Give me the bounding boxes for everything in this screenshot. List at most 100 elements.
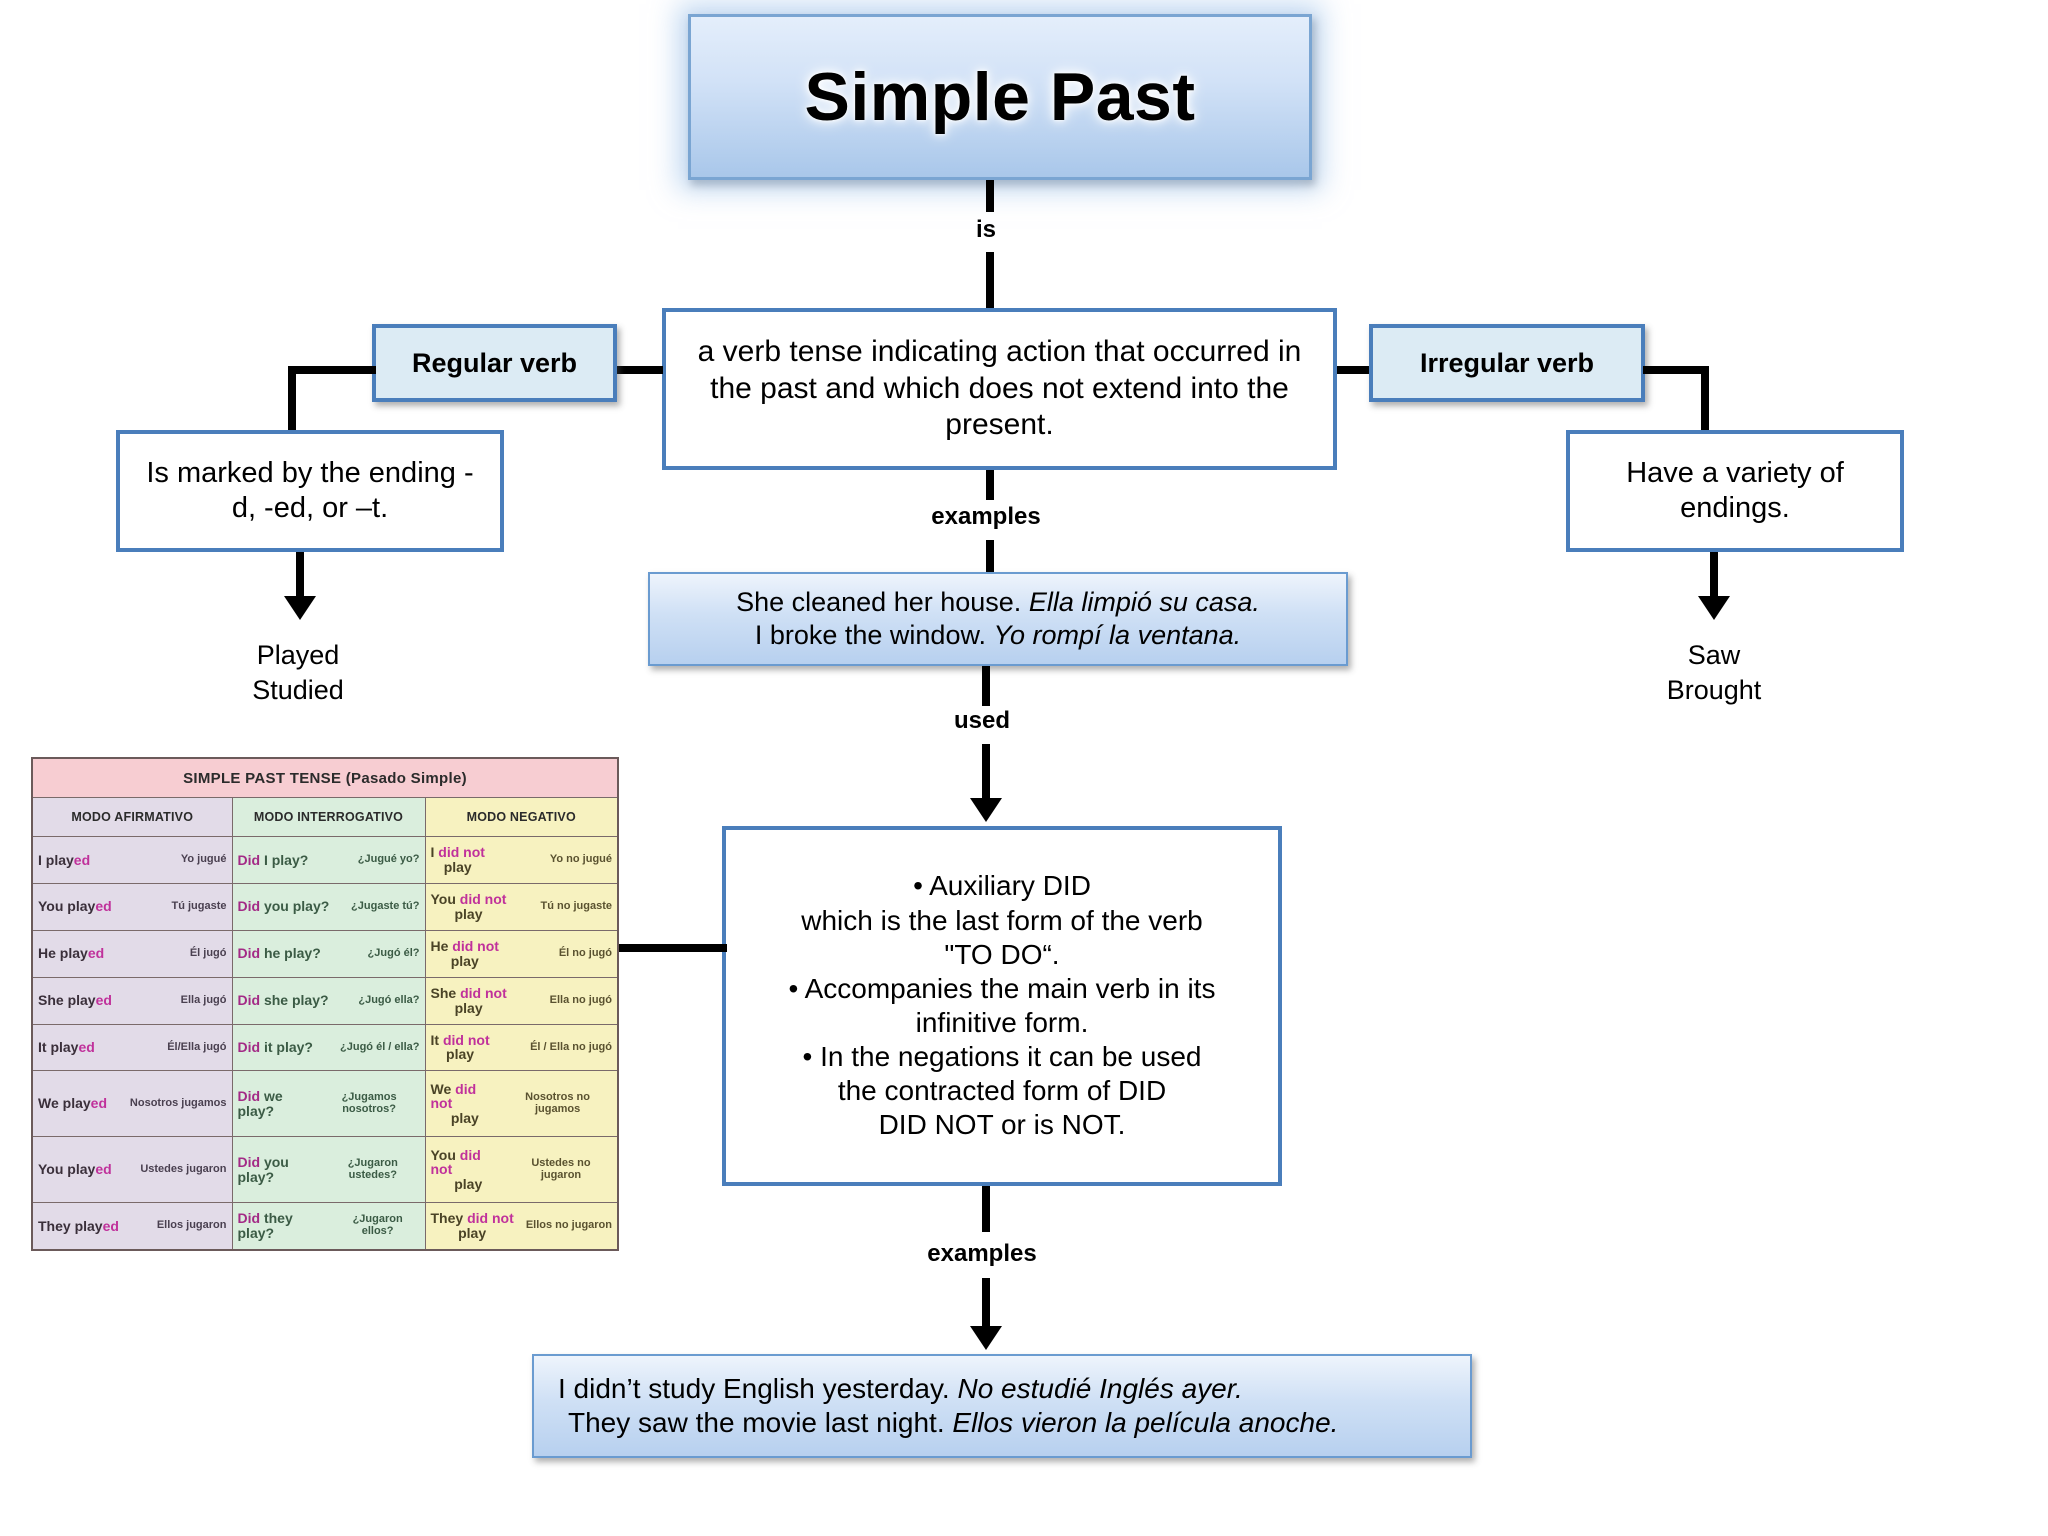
affirmative-spanish: Nosotros jugamos — [129, 1096, 227, 1109]
table-header-row: MODO AFIRMATIVO MODO INTERROGATIVO MODO … — [31, 797, 619, 837]
interrogative-spanish: ¿Jugó ella? — [358, 993, 420, 1006]
interrogative-english: Did you play? — [237, 1153, 289, 1185]
connector-line-table-aux — [617, 944, 727, 952]
connector-line-used-aux — [982, 744, 990, 804]
negative-spanish: Tú no jugaste — [540, 900, 613, 913]
connector-line-regular-down — [288, 366, 296, 438]
connector-label-examples-1: examples — [931, 503, 1041, 530]
irregular-verb-detail-box: Have a variety of endings. — [1566, 430, 1904, 552]
connector-line-regular-left — [288, 366, 376, 374]
table-title-row: SIMPLE PAST TENSE (Pasado Simple) — [31, 757, 619, 798]
aux-bullet-1-line-1: • Auxiliary DID — [913, 870, 1091, 902]
affirmative-english: You played — [38, 1161, 112, 1178]
regular-verb-label-box: Regular verb — [372, 324, 617, 402]
irregular-verb-examples: Saw Brought — [1666, 640, 1762, 706]
table-row: She played Ella jugó Did she play? ¿Jugó el… — [31, 976, 619, 1025]
irregular-verb-label: Irregular verb — [1419, 347, 1595, 378]
auxiliary-did-box: • Auxiliary DID which is the last form o… — [722, 826, 1282, 1186]
title-box: Simple Past — [688, 14, 1312, 180]
interrogative-spanish: ¿Jugaron ustedes? — [347, 1157, 398, 1181]
connector-line-definition-irregular — [1337, 366, 1371, 374]
affirmative-spanish: Ella jugó — [180, 993, 227, 1006]
connector-line-definition-regular — [617, 366, 663, 374]
interrogative-english: Did we play? — [237, 1088, 283, 1119]
page-title: Simple Past — [804, 58, 1196, 135]
negative-spanish: Nosotros no jugamos — [525, 1091, 590, 1115]
cell-interrogative: Did we play?¿Jugamos nosotros? — [231, 1070, 426, 1138]
connector-label-examples-2: examples — [927, 1240, 1037, 1267]
affirmative-english: It played — [38, 1039, 95, 1056]
negative-spanish: Yo no jugué — [549, 853, 612, 866]
example-1-line-2: I broke the window. Yo rompí la ventana. — [755, 619, 1241, 652]
interrogative-english: Did it play? — [237, 1039, 313, 1056]
interrogative-spanish: ¿Jugó él / ella? — [340, 1040, 420, 1053]
definition-text: a verb tense indicating action that occu… — [697, 335, 1302, 442]
example-1-line-1-en: She cleaned her house. — [736, 587, 1022, 618]
example-2-line-1-es: No estudié Inglés ayer. — [957, 1372, 1243, 1404]
cell-affirmative: She played Ella jugó — [31, 976, 233, 1025]
example-2-line-2: They saw the movie last night. Ellos vie… — [558, 1406, 1338, 1440]
cell-interrogative: Did you play? ¿Jugaste tú? — [231, 882, 426, 931]
example-1-line-2-es: Yo rompí la ventana. — [993, 620, 1242, 650]
table-header-negative: MODO NEGATIVO — [424, 797, 619, 837]
connector-line-examples2-box — [982, 1278, 990, 1334]
negative-spanish: Él no jugó — [558, 946, 612, 959]
interrogative-english: Did you play? — [237, 898, 330, 915]
aux-bullet-3-line-3: DID NOT or is NOT. — [878, 1109, 1126, 1141]
connector-line-definition-examples1 — [986, 470, 994, 500]
aux-bullet-1-line-3: "TO DO“. — [944, 938, 1060, 970]
aux-bullet-2-line-2: infinitive form. — [915, 1007, 1089, 1038]
example-2-line-2-es: Ellos vieron la película anoche. — [952, 1407, 1339, 1438]
example-2-line-1-en: I didn’t study English yesterday. — [558, 1372, 950, 1404]
interrogative-english: Did I play? — [237, 851, 309, 868]
cell-affirmative: We played Nosotros jugamos — [31, 1070, 233, 1138]
affirmative-english: She played — [38, 992, 112, 1009]
affirmative-spanish: Él jugó — [189, 946, 227, 959]
irregular-verb-detail: Have a variety of endings. — [1626, 456, 1844, 524]
connector-line-examples1-box — [986, 540, 994, 572]
arrow-down-irregular — [1698, 596, 1730, 620]
example-1-line-1: She cleaned her house. Ella limpió su ca… — [736, 586, 1260, 619]
negative-spanish: Ellos no jugaron — [525, 1219, 612, 1232]
interrogative-spanish: ¿Jugaste tú? — [351, 900, 420, 913]
affirmative-english: We played — [38, 1095, 107, 1112]
connector-line-title-is — [986, 180, 994, 212]
connector-line-regular-detail-down — [296, 552, 304, 602]
table-title: SIMPLE PAST TENSE (Pasado Simple) — [31, 757, 619, 798]
aux-bullet-1-line-2: which is the last form of the verb — [801, 904, 1203, 936]
example-1-line-2-en: I broke the window. — [754, 620, 986, 650]
interrogative-english: Did they play? — [237, 1210, 293, 1241]
interrogative-english: Did she play? — [237, 992, 329, 1009]
cell-affirmative: You played Ustedes jugaron — [31, 1136, 233, 1203]
regular-verb-detail: Is marked by the ending -d, -ed, or –t. — [146, 456, 474, 524]
affirmative-spanish: Ustedes jugaron — [140, 1162, 227, 1175]
affirmative-english: You played — [38, 898, 112, 915]
arrow-down-examples2 — [970, 1326, 1002, 1350]
connector-line-irregular-right — [1643, 366, 1709, 374]
aux-bullet-3-line-2: the contracted form of DID — [837, 1075, 1167, 1107]
example-1-line-1-es: Ella limpió su casa. — [1028, 587, 1260, 618]
aux-bullet-3-line-1: • In the negations it can be used — [802, 1041, 1202, 1073]
table-row: We played Nosotros jugamos Did we play?¿Ju… — [31, 1070, 619, 1138]
cell-interrogative: Did I play?¿Jugué yo? — [231, 836, 426, 884]
